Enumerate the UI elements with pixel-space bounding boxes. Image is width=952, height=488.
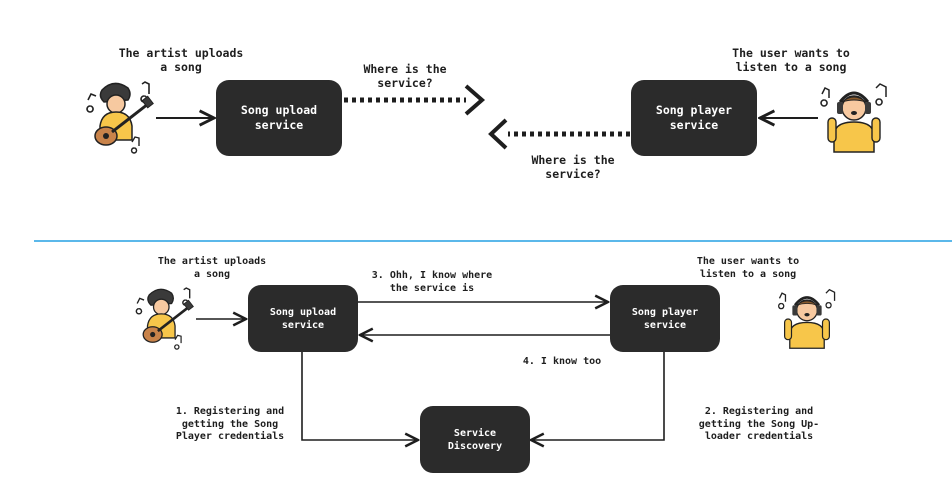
bottom-song-player-service: Song player service — [610, 285, 720, 352]
bottom-song-upload-service: Song upload service — [248, 285, 358, 352]
top-upload-query-label: Where is the service? — [363, 62, 447, 90]
bottom-user-label: The user wants to listen to a song — [696, 256, 800, 280]
upload-to-discovery-arrow — [301, 352, 418, 440]
upload-query-arrowhead — [464, 84, 486, 116]
step1-label: 1. Registering and getting the Song Play… — [175, 406, 285, 442]
step4-label: 4. I know too — [522, 356, 602, 367]
section-divider — [34, 240, 952, 242]
bottom-artist-label: The artist uploads a song — [157, 256, 267, 280]
step2-label: 2. Registering and getting the Song Up- … — [698, 406, 820, 442]
headphones-listener-icon — [778, 288, 836, 349]
step3-label: 3. Ohh, I know where the service is — [371, 270, 493, 294]
headphones-listener-icon — [820, 83, 887, 153]
top-user-label: The user wants to listen to a song — [732, 46, 850, 74]
top-artist-label: The artist uploads a song — [118, 46, 244, 74]
player-query-arrowhead — [488, 118, 508, 150]
guitarist-icon — [135, 287, 194, 350]
guitarist-icon — [86, 81, 154, 154]
top-player-query-label: Where is the service? — [531, 153, 615, 181]
top-song-player-service: Song player service — [631, 80, 757, 156]
top-song-upload-service: Song upload service — [216, 80, 342, 156]
player-to-discovery-arrow — [531, 352, 665, 440]
service-discovery-box: Service Discovery — [420, 406, 530, 473]
